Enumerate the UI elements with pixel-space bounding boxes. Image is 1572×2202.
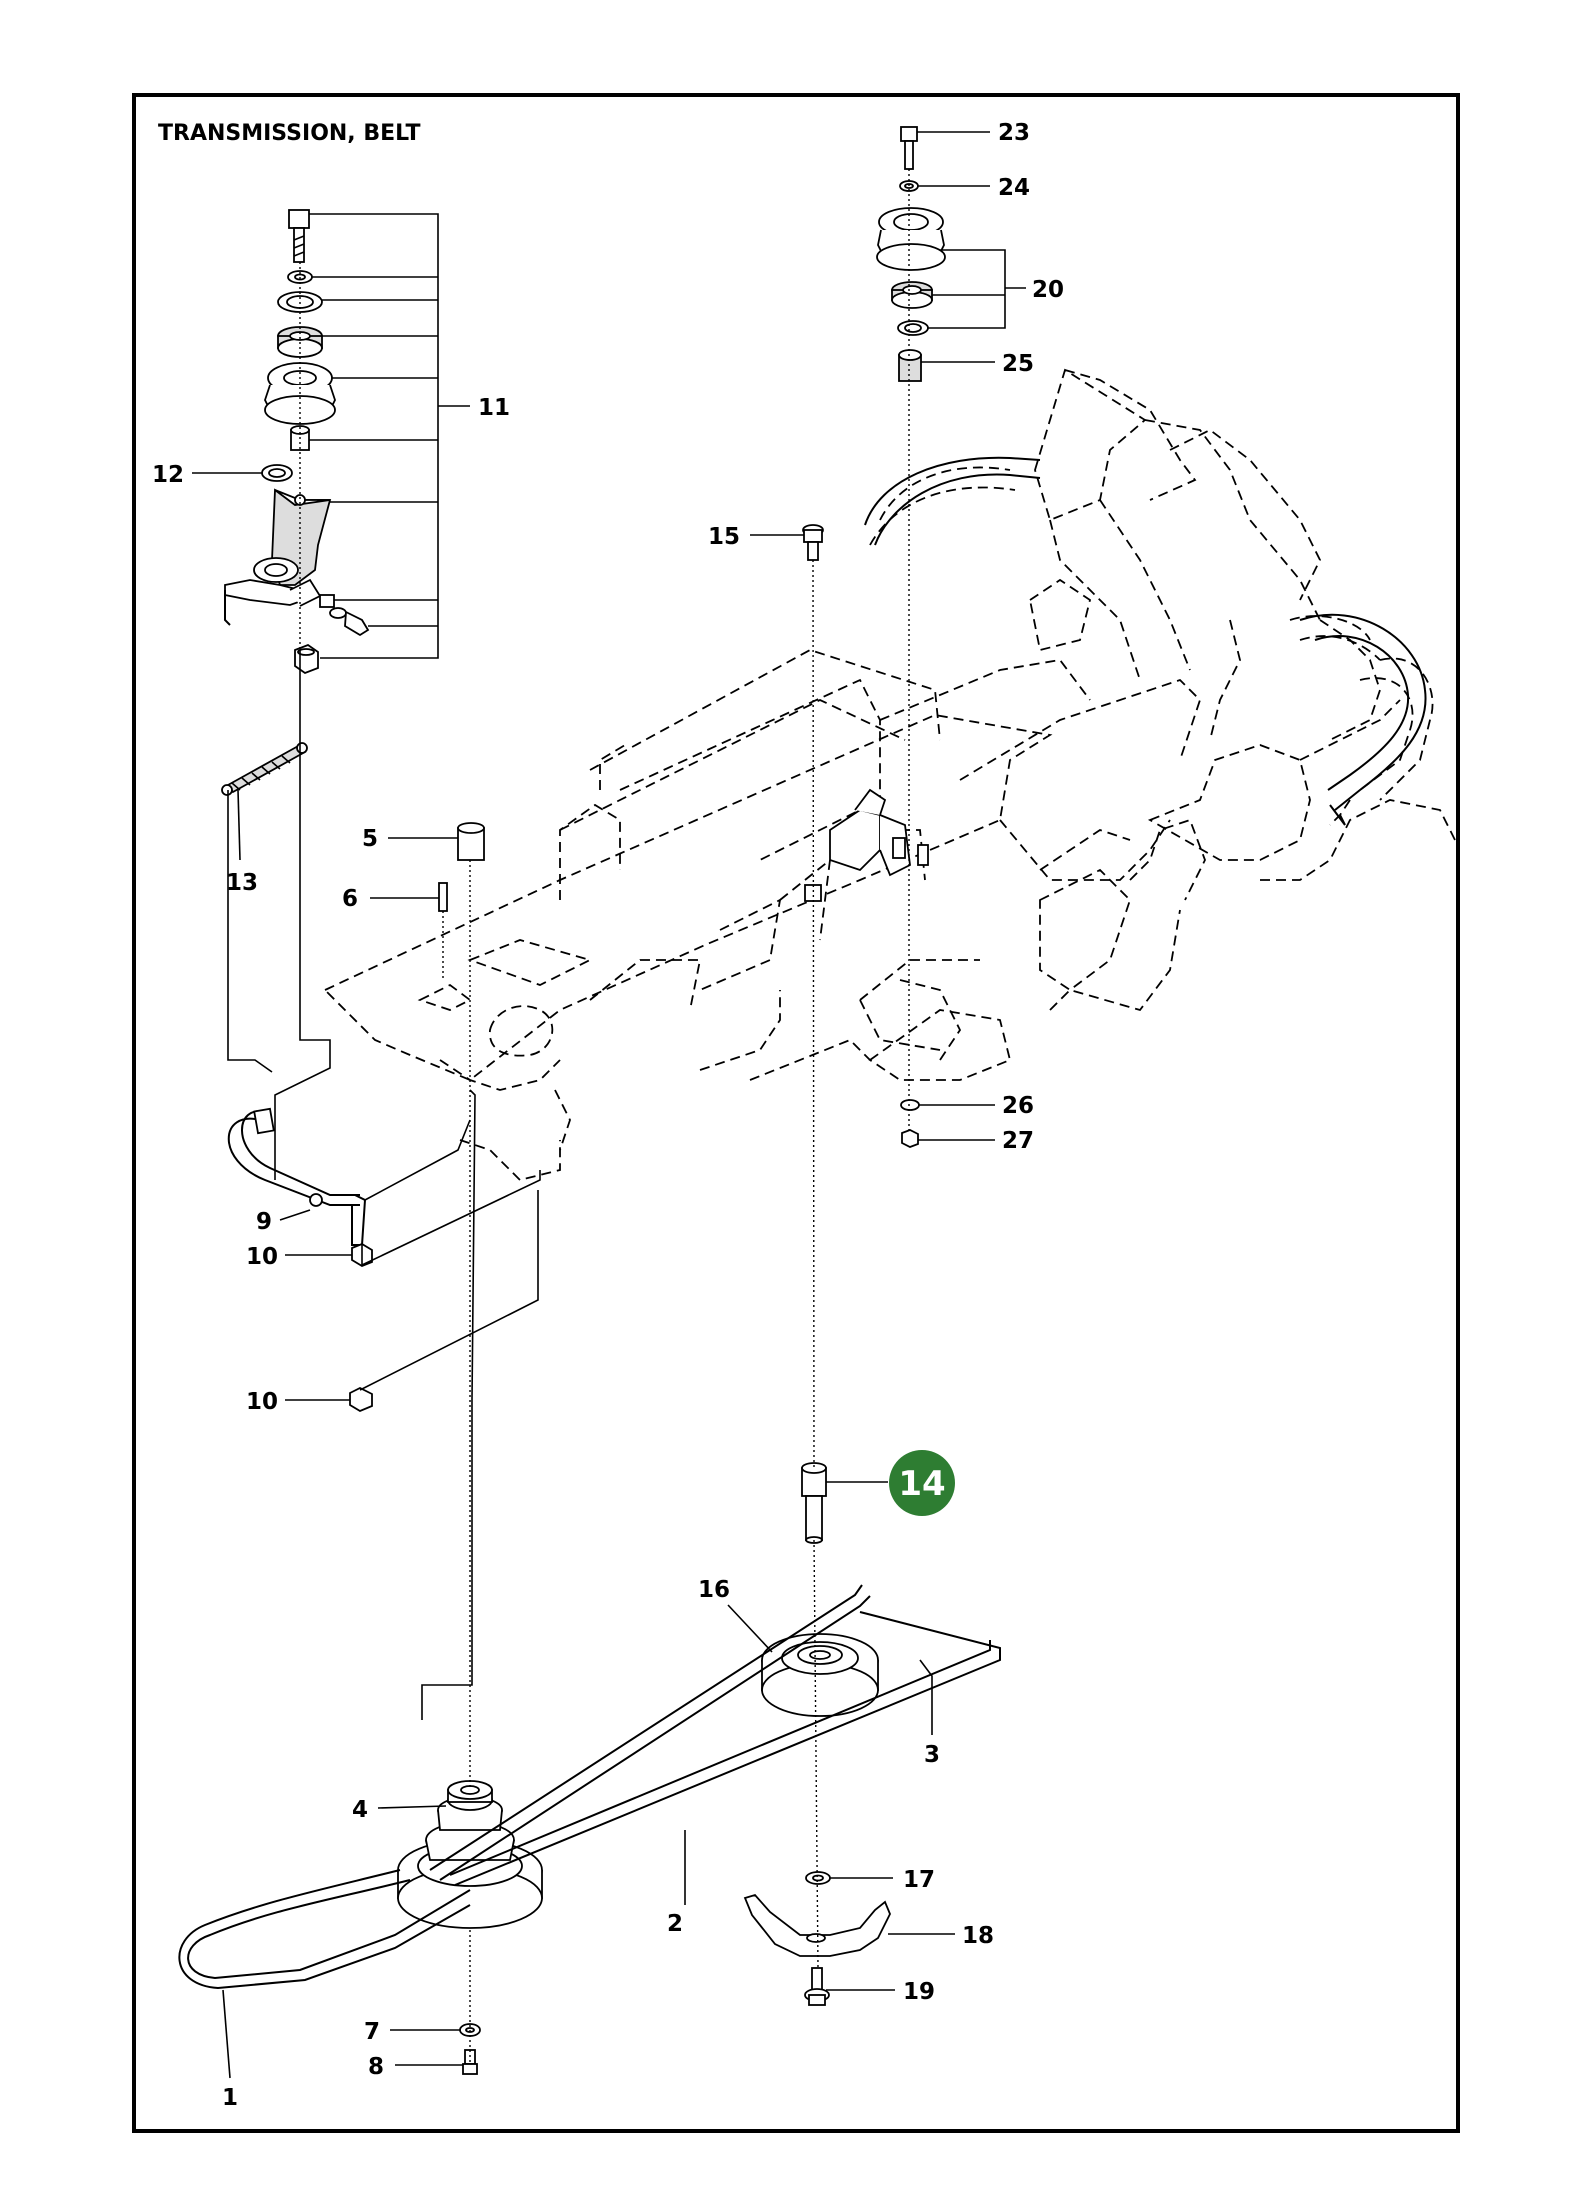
bolt-15 [802,524,824,561]
highlight-badge[interactable] [889,1450,955,1516]
label-27: 27 [1002,1128,1034,1154]
label-2: 2 [667,1911,683,1937]
label-10-lower: 10 [246,1389,278,1415]
highlight-callout-14[interactable]: 14 [889,1450,955,1516]
label-13: 13 [226,870,258,896]
diagram-title: TRANSMISSION, BELT [158,121,421,146]
idler-pulley-assembly [876,126,946,382]
pin-6 [438,882,448,912]
tensioner-assembly [224,209,370,675]
leader-lines [192,131,1026,2079]
label-23: 23 [998,120,1030,146]
label-10-upper: 10 [246,1244,278,1270]
label-6: 6 [342,886,358,912]
pulley-16 [761,1633,879,1717]
spacer-5 [457,822,485,861]
spring-13 [221,590,308,796]
label-17: 17 [903,1867,935,1893]
diagram-frame [132,93,1460,2133]
shaft-14 [801,1462,827,1544]
assembly-lines [227,169,910,2064]
label-19: 19 [903,1979,935,2005]
nut-10-lower [349,1386,373,1413]
label-4: 4 [352,1797,368,1823]
nut-27 [901,1129,919,1148]
washer-26 [900,1099,920,1111]
label-16: 16 [698,1577,730,1603]
label-24: 24 [998,175,1030,201]
label-5: 5 [362,826,378,852]
label-1: 1 [222,2085,238,2111]
label-3: 3 [924,1742,940,1768]
label-26: 26 [1002,1093,1034,1119]
label-18: 18 [962,1923,994,1949]
pulley-4 [397,1780,543,1929]
center-linkage-detail [804,788,929,902]
belt-guide-18 [743,1893,891,1957]
label-7: 7 [364,2019,380,2045]
callout-labels: 23 24 20 25 11 12 15 13 5 6 26 27 9 10 1… [152,120,1064,2111]
bolt-19 [804,1967,830,2006]
label-12: 12 [152,462,184,488]
label-20: 20 [1032,277,1064,303]
belts [178,1584,1001,1990]
label-9: 9 [256,1209,272,1235]
label-25: 25 [1002,351,1034,377]
label-8: 8 [368,2054,384,2080]
chassis-frame [323,368,1456,1181]
linkage-rod-9 [227,1107,367,1246]
highlight-label: 14 [898,1464,945,1504]
label-15: 15 [708,524,740,550]
label-11: 11 [478,395,510,421]
